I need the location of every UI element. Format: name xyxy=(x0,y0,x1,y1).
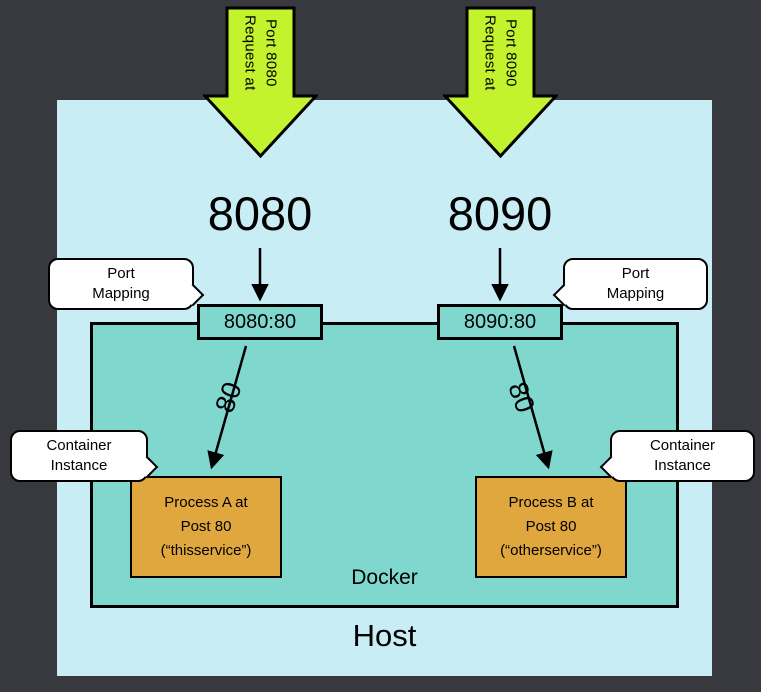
request-arrow-8090-label: Request at Port 8090 xyxy=(443,10,558,96)
process-b-box: Process B at Post 80 (“otherservice”) xyxy=(475,476,627,578)
callout-line1: Container xyxy=(46,436,112,454)
process-b-line3: (“otherservice”) xyxy=(500,542,602,559)
process-a-line1: Process A at xyxy=(164,494,248,511)
callout-line1: Port xyxy=(621,264,650,282)
host-port-8080: 8080 xyxy=(207,187,313,240)
process-a-box: Process A at Post 80 (“thisservice”) xyxy=(130,476,282,578)
process-b-line1: Process B at xyxy=(508,494,594,511)
port-mapping-box-8090: 8090:80 xyxy=(437,304,563,340)
request-arrow-8090: Request at Port 8090 xyxy=(443,6,558,159)
container-instance-callout-right: Container Instance xyxy=(599,430,755,482)
process-a-line3: (“thisservice”) xyxy=(160,542,252,559)
request-label-line2: Port 8090 xyxy=(502,19,520,87)
callout-line2: Instance xyxy=(50,457,108,474)
request-label-line1: Request at xyxy=(481,15,499,91)
callout-line1: Port xyxy=(107,264,135,282)
callout-line2: Instance xyxy=(654,457,711,474)
container-instance-callout-left: Container Instance xyxy=(10,430,159,482)
request-arrow-8080: Request at Port 8080 xyxy=(203,6,318,159)
callout-line1: Container xyxy=(649,436,716,454)
host-label: Host xyxy=(352,618,417,653)
port-mapping-box-8080: 8080:80 xyxy=(197,304,323,340)
process-a-line2: Post 80 xyxy=(180,518,232,535)
down-arrow-icon xyxy=(203,6,318,159)
port-mapping-callout-right: Port Mapping xyxy=(552,258,708,310)
callout-line2: Mapping xyxy=(606,285,665,302)
docker-label: Docker xyxy=(351,566,418,589)
callout-line2: Mapping xyxy=(92,285,150,302)
host-port-8090: 8090 xyxy=(447,187,553,240)
down-arrow-icon xyxy=(443,6,558,159)
request-arrow-8080-label: Request at Port 8080 xyxy=(203,10,318,96)
request-label-line1: Request at xyxy=(241,15,259,91)
process-b-line2: Post 80 xyxy=(525,518,577,535)
request-label-line2: Port 8080 xyxy=(262,19,280,87)
port-mapping-callout-left: Port Mapping xyxy=(48,258,205,310)
